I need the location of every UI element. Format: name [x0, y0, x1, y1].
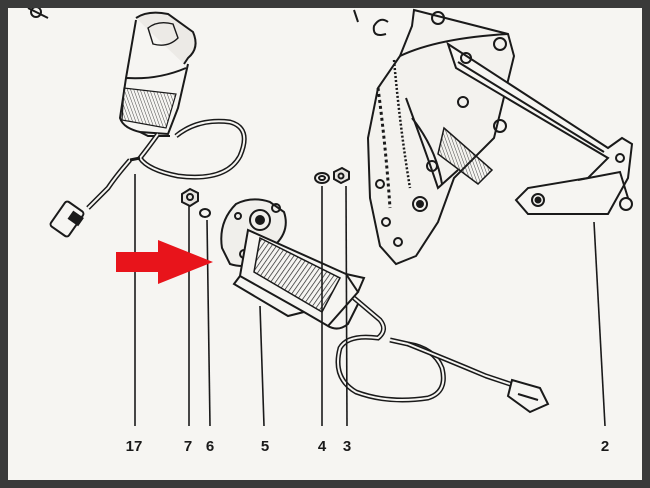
callout-5: 5 — [260, 438, 270, 455]
diagram-sheet: 17 7 6 5 4 3 2 — [8, 8, 642, 480]
exploded-view-drawing — [27, 8, 634, 427]
nut-and-washer — [181, 187, 211, 218]
red-arrow-icon — [116, 240, 213, 284]
leader-lines — [134, 174, 606, 427]
callout-2: 2 — [600, 438, 610, 455]
callout-6: 6 — [205, 438, 215, 455]
upper-motor-cable — [49, 118, 247, 238]
window-regulator-mechanism — [353, 8, 634, 266]
callout-3: 3 — [342, 438, 352, 455]
bolt-washers — [314, 166, 350, 185]
callout-17: 17 — [125, 438, 143, 455]
window-motor-assembly — [220, 198, 366, 330]
motor-cable — [335, 296, 550, 414]
callout-7: 7 — [183, 438, 193, 455]
callout-4: 4 — [317, 438, 327, 455]
upper-motor-assembly — [27, 8, 197, 137]
